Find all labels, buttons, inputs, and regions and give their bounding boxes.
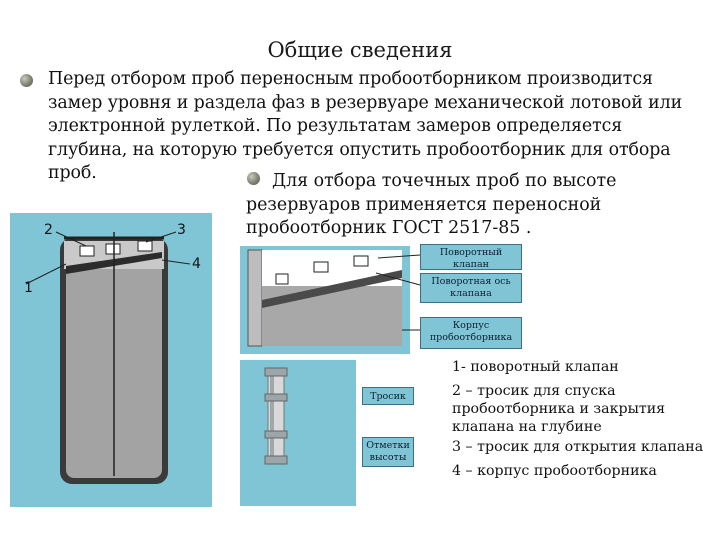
paragraph-line: глубина, на которую требуется опустить п…	[48, 139, 671, 160]
paragraph-line: резервуаров применяется переносной	[246, 194, 602, 215]
valve-block	[79, 245, 95, 257]
paragraph-line: проб.	[48, 163, 97, 184]
callout-cable: Тросик	[362, 387, 414, 405]
legend-line: клапана на глубине	[452, 419, 602, 435]
part-number-1: 1	[24, 280, 33, 296]
slide-title: Общие сведения	[267, 38, 453, 62]
paragraph-line: Для отбора точечных проб по высоте	[272, 171, 617, 191]
height-mark	[264, 393, 288, 402]
legend-line: пробоотборника и закрытия	[452, 401, 666, 417]
bullet-icon	[20, 74, 33, 87]
legend-line: 2 – тросик для спуска	[452, 383, 616, 399]
leader-2	[55, 231, 87, 247]
paragraph-line: пробоотборник ГОСТ 2517-85 .	[246, 218, 532, 239]
height-mark	[264, 455, 288, 465]
bullet-icon	[247, 172, 260, 185]
detail-block	[353, 255, 369, 267]
detail-block	[313, 261, 329, 273]
callout-rotary-valve: Поворотный клапан	[420, 244, 522, 270]
part-number-2: 2	[44, 222, 53, 238]
paragraph-line: замер уровня и раздела фаз в резервуаре …	[48, 92, 683, 113]
callout-rotary-axis: Поворотная ось клапана	[420, 273, 522, 303]
paragraph-sampler: Для отбора точечных проб по высоте резер…	[246, 170, 686, 241]
detail-valve	[262, 270, 402, 308]
leader-4	[161, 259, 191, 265]
cable-detail-panel	[240, 360, 356, 506]
legend-item-3: 3 – тросик для открытия клапана	[452, 439, 704, 455]
paragraph-measurement: Перед отбором проб переносным пробоотбор…	[48, 68, 708, 186]
leader-1	[25, 263, 67, 285]
detail-block	[275, 273, 289, 285]
part-number-3: 3	[177, 222, 186, 238]
legend-item-1: 1- поворотный клапан	[452, 359, 619, 375]
paragraph-line: электронной рулеткой. По результатам зам…	[48, 116, 623, 137]
callout-body: Корпус пробоотборника	[420, 317, 522, 349]
valve-block	[105, 243, 121, 255]
valve-block	[137, 240, 153, 252]
leader-3	[145, 231, 177, 243]
cable-tube-shade	[270, 372, 274, 464]
height-mark	[264, 430, 288, 439]
part-number-4: 4	[192, 256, 201, 272]
legend-item-4: 4 – корпус пробоотборника	[452, 463, 657, 479]
height-mark	[264, 367, 288, 377]
callout-height-marks: Отметки высоты	[362, 437, 414, 467]
legend-item-2: 2 – тросик для спуска пробоотборника и з…	[452, 382, 665, 436]
paragraph-line: Перед отбором проб переносным пробоотбор…	[48, 69, 653, 89]
